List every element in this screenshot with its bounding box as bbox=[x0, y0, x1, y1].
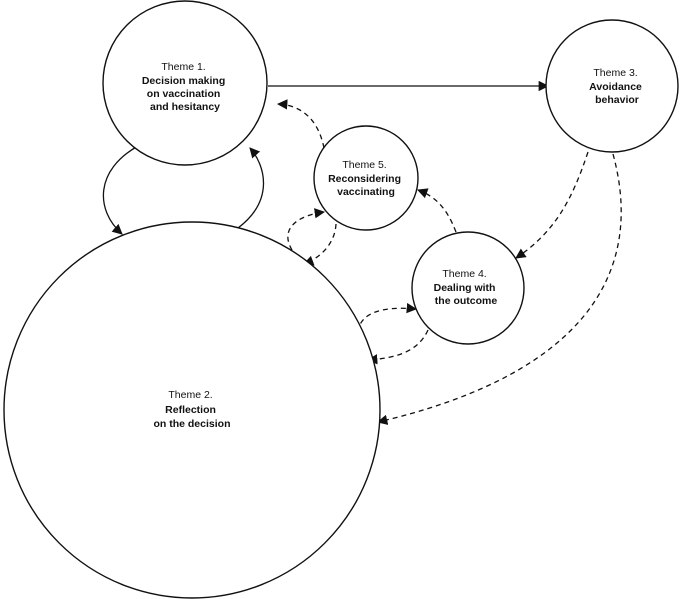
theme-node-theme4: Theme 4. Dealing with the outcome bbox=[411, 231, 525, 345]
theme3-name-line: Avoidance bbox=[589, 81, 642, 93]
theme3-label: Theme 3. Avoidance behavior bbox=[589, 67, 645, 106]
theme2-circle bbox=[3, 221, 381, 599]
theme2-name-line: Reflection bbox=[165, 404, 216, 416]
theme-node-theme3: Theme 3. Avoidance behavior bbox=[545, 19, 679, 153]
theme4-name-line: Dealing with bbox=[434, 282, 496, 294]
theme5-name-line: vaccinating bbox=[337, 186, 395, 198]
theme4-number: Theme 4. bbox=[442, 268, 486, 280]
theme4-circle bbox=[411, 231, 525, 345]
theme-node-theme2: Theme 2. Reflection on the decision bbox=[3, 221, 381, 599]
theme5-name-line: Reconsidering bbox=[328, 173, 401, 185]
edge-theme3-to-theme2 bbox=[376, 153, 622, 425]
edge-theme1-to-theme2 bbox=[102, 145, 139, 235]
edge-theme5-to-theme2 bbox=[303, 223, 337, 266]
theme-node-theme1: Theme 1. Decision making on vaccination … bbox=[102, 0, 268, 166]
edge-theme2-to-theme5 bbox=[287, 208, 326, 251]
edges bbox=[102, 80, 622, 425]
edge-theme5-to-theme1 bbox=[276, 99, 325, 149]
edge-theme2-to-theme1 bbox=[237, 147, 265, 229]
theme3-circle bbox=[545, 19, 679, 153]
edge-theme4-to-theme2 bbox=[366, 329, 429, 365]
theme2-label: Theme 2. Reflection on the decision bbox=[153, 389, 230, 430]
theme1-label: Theme 1. Decision making on vaccination … bbox=[142, 61, 228, 113]
theme1-number: Theme 1. bbox=[161, 61, 205, 73]
theme-node-theme5: Theme 5. Reconsidering vaccinating bbox=[313, 125, 419, 231]
theme5-number: Theme 5. bbox=[342, 159, 386, 171]
theme1-name-line: and hesitancy bbox=[150, 101, 220, 113]
edge-theme4-to-theme5 bbox=[417, 188, 457, 233]
theme1-name-line: Decision making bbox=[142, 75, 225, 87]
theme3-name-line: behavior bbox=[595, 94, 639, 106]
theme1-circle bbox=[102, 0, 268, 166]
theme1-name-line: on vaccination bbox=[147, 88, 221, 100]
edge-theme2-to-theme4 bbox=[357, 302, 418, 333]
theme4-name-line: the outcome bbox=[435, 295, 498, 307]
theme5-circle bbox=[313, 125, 419, 231]
edge-theme3-to-theme4 bbox=[515, 151, 589, 259]
theme2-name-line: on the decision bbox=[153, 418, 230, 430]
theme2-number: Theme 2. bbox=[168, 389, 212, 401]
theme4-label: Theme 4. Dealing with the outcome bbox=[434, 268, 499, 307]
theme3-number: Theme 3. bbox=[593, 67, 637, 79]
theme5-label: Theme 5. Reconsidering vaccinating bbox=[328, 159, 404, 198]
